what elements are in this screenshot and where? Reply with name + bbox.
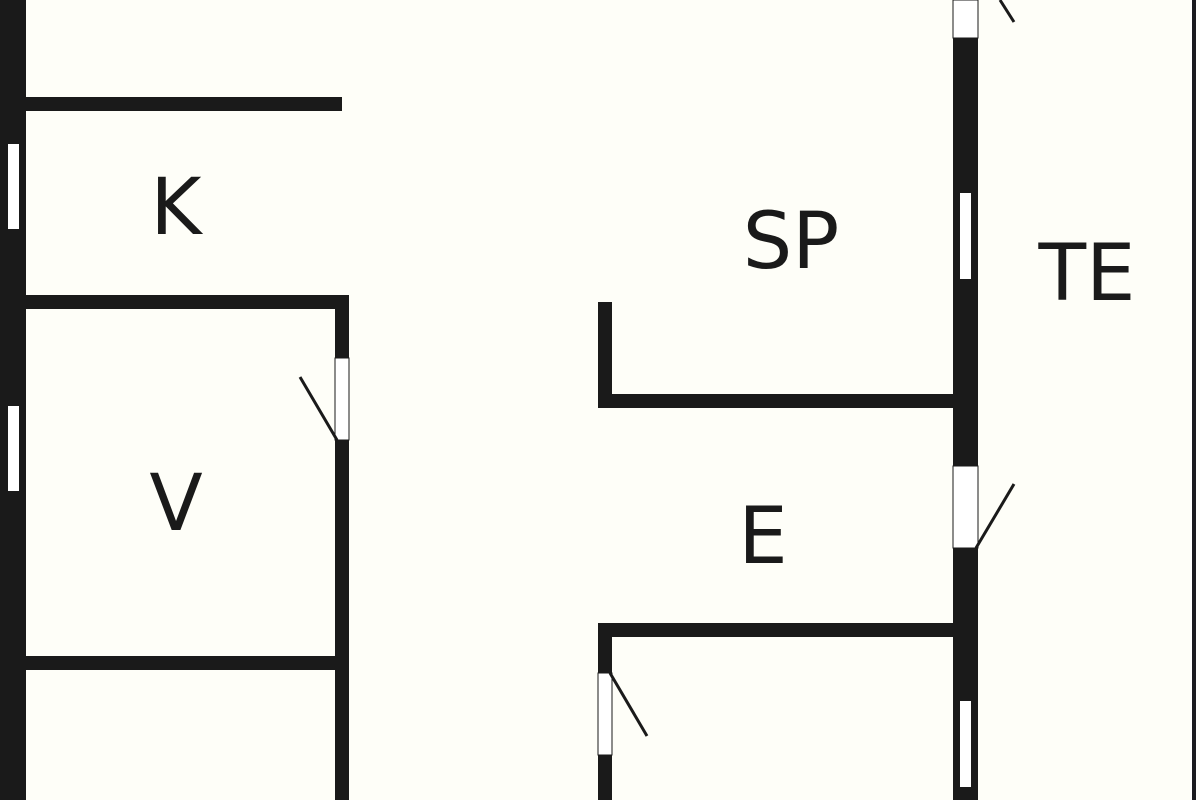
room-label-v: V (149, 459, 202, 549)
door-opening-lower-room (597, 672, 613, 756)
room-label-sp: SP (743, 197, 840, 287)
window-kitchen (6, 142, 21, 231)
window-living (6, 404, 21, 493)
room-label-e: E (738, 492, 787, 582)
door-swing-top (998, 0, 1016, 23)
lower-room-top-wall (598, 623, 956, 637)
living-right-wall-upper (335, 295, 349, 358)
lower-room-left-wall-upper (598, 623, 612, 673)
door-opening-top (952, 0, 979, 39)
living-bottom-wall (26, 656, 349, 670)
lower-room-left-wall-lower (598, 755, 612, 800)
door-opening-living (334, 357, 350, 441)
room-labels: K V SP E TE (149, 163, 1135, 582)
door-swing-living (298, 376, 339, 441)
room-label-te: TE (1038, 229, 1136, 319)
windows (6, 142, 973, 789)
door-swings (298, 0, 1016, 737)
window-bedroom (958, 191, 973, 281)
bedroom-bottom-wall (598, 394, 956, 408)
left-exterior-wall (0, 0, 26, 800)
bedroom-left-wall (598, 302, 612, 408)
window-lower-room (958, 699, 973, 789)
door-swing-entry (974, 483, 1016, 549)
kitchen-living-wall (26, 295, 349, 309)
door-swing-lower-room (608, 672, 649, 737)
door-opening-entry (952, 465, 979, 549)
room-label-k: K (150, 163, 203, 253)
kitchen-top-wall (26, 97, 342, 111)
door-openings (334, 0, 979, 756)
living-right-wall-lower (335, 440, 349, 800)
terrace-edge (1192, 0, 1196, 800)
